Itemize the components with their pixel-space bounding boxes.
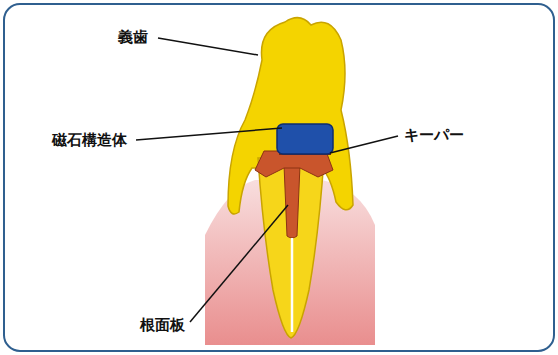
leader-line <box>190 205 288 322</box>
leader-line <box>136 128 282 140</box>
magnet <box>277 124 333 154</box>
part-label: 根面板 <box>140 316 185 334</box>
leader-line <box>330 136 398 153</box>
root-canal <box>291 238 294 332</box>
leader-line <box>158 38 258 55</box>
tooth-root <box>258 158 324 338</box>
part-label: 義歯 <box>118 28 148 46</box>
root-post <box>284 165 300 238</box>
frame <box>4 4 554 351</box>
root-cap <box>255 151 333 177</box>
part-label: キーパー <box>404 126 464 144</box>
part-label: 磁石構造体 <box>52 131 127 149</box>
